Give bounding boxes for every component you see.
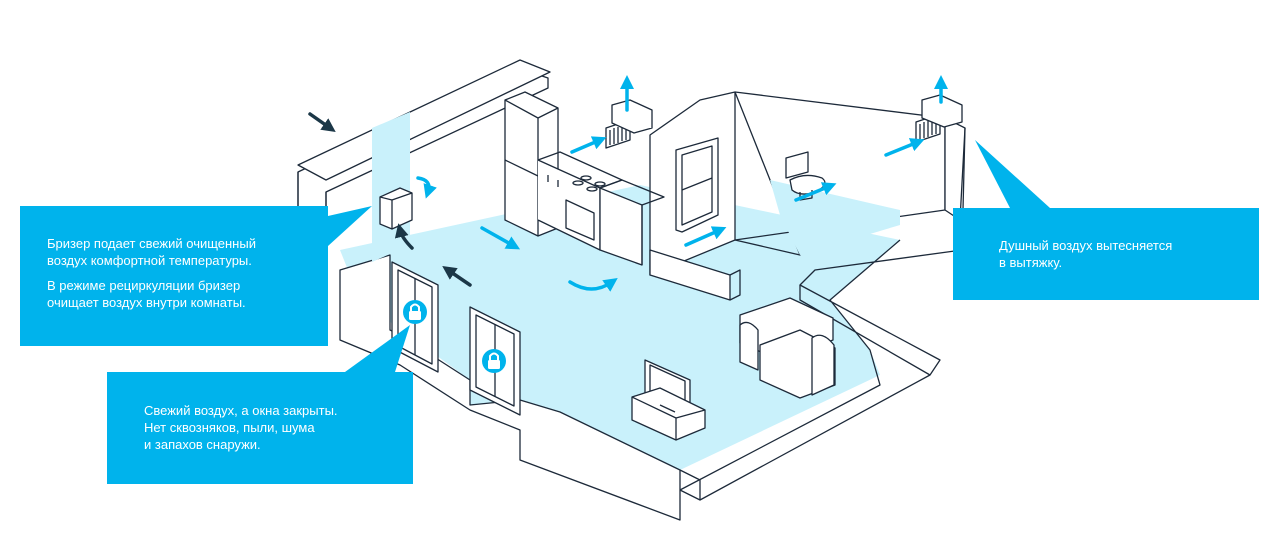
callout-windows: Свежий воздух, а окна закрыты. Нет сквоз… [107,372,413,484]
callout-breezer-supply: Бризер подает свежий очищенный воздух ко… [47,236,256,268]
callout-breezer: Бризер подает свежий очищенный воздух ко… [20,206,328,346]
callout-windows-text: Свежий воздух, а окна закрыты. Нет сквоз… [144,403,338,452]
arrow-icon [794,182,837,202]
arrow-icon [394,223,414,250]
arrow-icon [416,176,437,199]
toilet [785,151,826,201]
callout-exhaust: Душный воздух вытесняется в вытяжку. [953,208,1259,300]
arrow-icon [884,138,925,157]
breezer-icon [379,187,413,230]
lock-icon [403,300,427,324]
arrow-icon [568,277,618,292]
pointer-exhaust [975,140,1050,208]
wall-right [944,117,966,221]
floor [340,185,900,470]
arrow-icon [480,226,521,250]
tv [631,359,706,441]
pointer-windows [345,325,410,372]
callout-breezer-recirculation: В режиме рециркуляции бризер очищает воз… [47,278,246,310]
arrow-icon [442,266,472,287]
arrow-icon [684,226,727,247]
callout-exhaust-text: Душный воздух вытесняется в вытяжку. [999,238,1173,270]
arrow-icon [570,136,607,154]
kitchen-cabinets [504,91,665,266]
lock-icon [482,349,506,373]
pointer-breezer [328,206,372,246]
sofa [739,297,836,399]
door [675,137,719,233]
arrow-icon [308,112,336,133]
